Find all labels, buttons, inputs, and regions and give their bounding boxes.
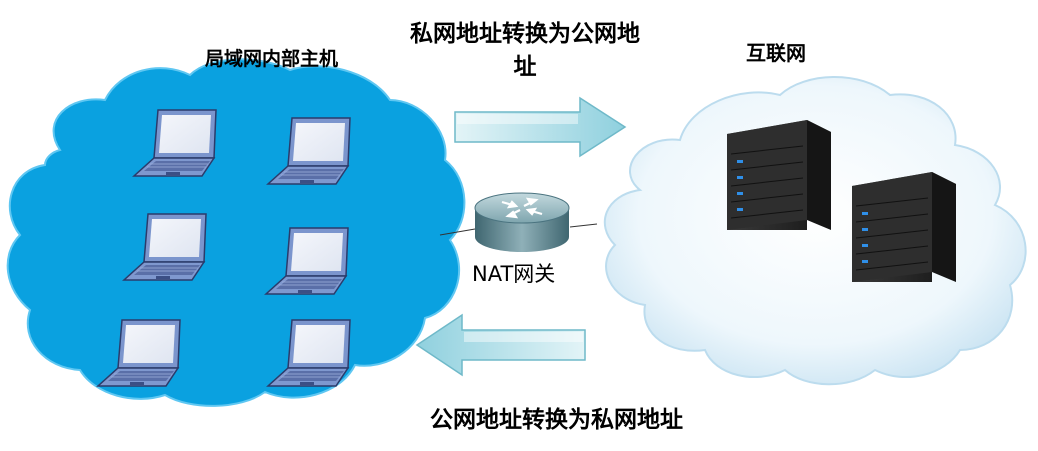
lan-label: 局域网内部主机 — [205, 48, 339, 70]
inbound-arrow — [415, 313, 586, 377]
outbound-arrow — [454, 96, 627, 158]
server-icon — [851, 171, 957, 283]
gateway-label: NAT网关 — [472, 262, 556, 286]
internet-label: 互联网 — [746, 41, 806, 65]
outbound-label: 私网地址转换为公网地址 — [410, 20, 640, 80]
lan-cloud — [6, 58, 466, 407]
server-icon — [726, 119, 832, 231]
inbound-label: 公网地址转换为私网地址 — [430, 406, 683, 433]
internet-cloud — [603, 76, 1027, 386]
router-icon — [439, 192, 598, 252]
